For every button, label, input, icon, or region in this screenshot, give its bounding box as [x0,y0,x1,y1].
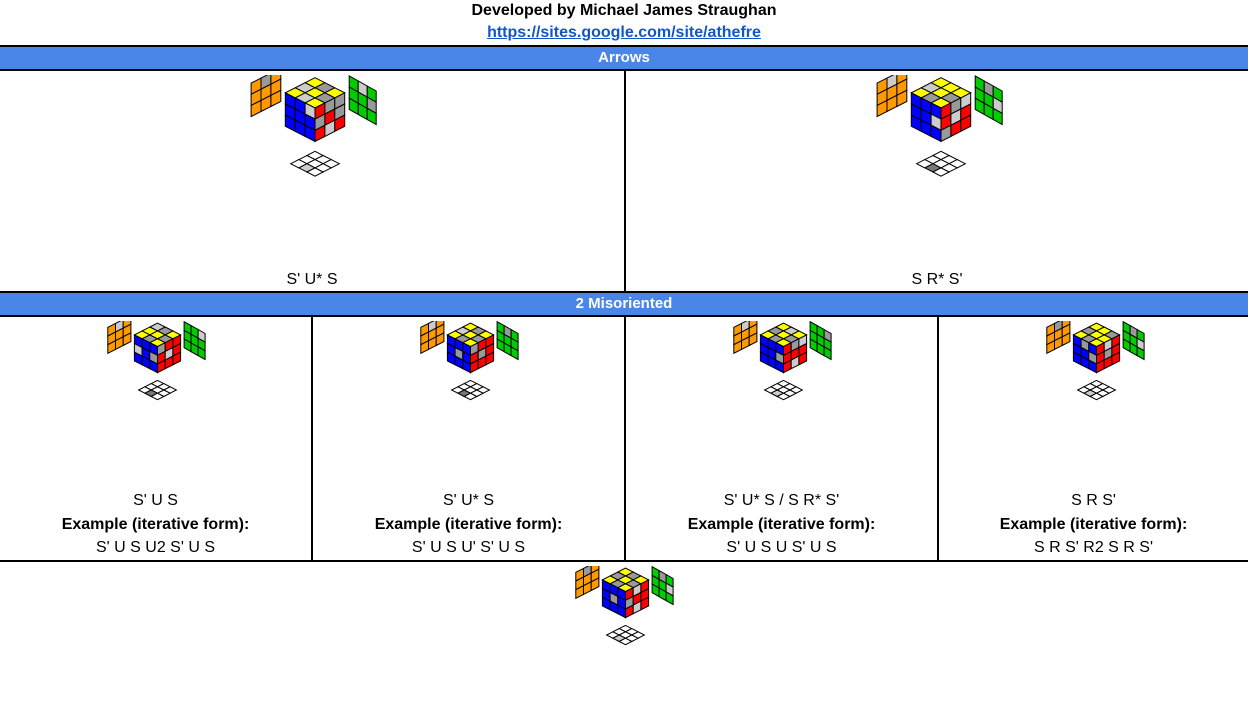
algorithm-text: S' U* S / S R* S' [723,492,840,509]
example-label: Example (iterative form): [687,516,876,533]
cube-diagram [250,75,377,177]
example-algorithm: S' U S U' S' U S [411,539,526,556]
cube-sticker [640,596,650,611]
algorithm-text: S' U* S [286,271,338,288]
cube-sticker [270,89,282,108]
credit-title: Developed by Michael James Straughan [471,2,777,19]
cube-sticker [823,346,832,361]
cube-diagram [876,75,1003,177]
case-cell: S' U* S [0,71,624,291]
cube-sticker [1111,351,1121,366]
divider [624,71,626,291]
cube-sticker [510,346,519,361]
case-cell: S R S' Example (iterative form): S R S' … [939,317,1248,560]
divider [0,560,1248,562]
site-link-row: https://sites.google.com/site/athefre [0,24,1248,42]
section-header-2-misoriented: 2 Misoriented [0,291,1248,317]
algorithm-text: S' U S [133,492,178,509]
algorithm-text: S' U* S [442,492,495,509]
cube-diagram [575,566,674,646]
cube-sticker [590,577,600,592]
algorithm-text: S R* S' [911,271,963,288]
cube-sticker [748,332,758,347]
example-label: Example (iterative form): [61,516,250,533]
cube-diagram [1046,321,1145,401]
case-cell [0,562,1248,712]
divider [937,317,939,561]
example-algorithm: S R S' R2 S R S' [1033,539,1154,556]
cube-diagram [420,321,519,401]
cube-sticker [435,332,445,347]
cube-sticker [1061,332,1071,347]
cube-sticker [150,392,165,401]
case-cell: S R* S' [626,71,1248,291]
cube-sticker [798,351,808,366]
cube-sticker [485,351,495,366]
example-label: Example (iterative form): [999,516,1188,533]
example-label: Example (iterative form): [374,516,563,533]
cube-diagram [107,321,206,401]
cube-sticker [931,167,951,177]
divider [624,317,626,561]
cube-sticker [122,332,132,347]
cube-diagram [733,321,832,401]
cube-sticker [896,89,908,108]
cube-sticker [960,114,972,133]
case-cell: S' U* S / S R* S' Example (iterative for… [626,317,937,560]
cube-sticker [665,591,674,606]
case-cell: S' U S Example (iterative form): S' U S … [0,317,311,560]
cube-sticker [172,351,182,366]
cube-sticker [1089,392,1104,401]
cube-sticker [776,392,791,401]
example-algorithm: S' U S U S' U S [726,539,837,556]
cube-sticker [334,114,346,133]
cube-sticker [463,392,478,401]
section-header-arrows: Arrows [0,45,1248,71]
cube-sticker [618,637,633,646]
cube-sticker [197,346,206,361]
cube-sticker [305,167,325,177]
algorithm-text: S R S' [1071,492,1116,509]
cube-sticker [992,107,1003,126]
cube-sticker [1136,346,1145,361]
cube-sticker [366,107,377,126]
divider [311,317,313,561]
case-cell: S' U* S Example (iterative form): S' U S… [313,317,624,560]
example-algorithm: S' U S U2 S' U S [95,539,216,556]
site-link[interactable]: https://sites.google.com/site/athefre [487,24,761,41]
